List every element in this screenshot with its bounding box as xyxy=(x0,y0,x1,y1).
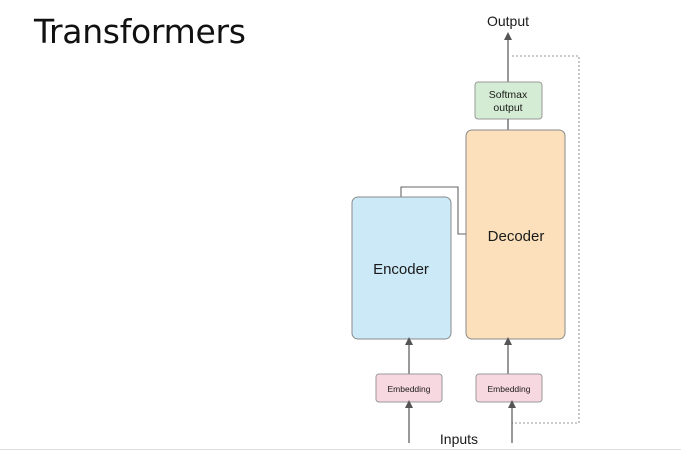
embedding-left-label: Embedding xyxy=(387,384,430,394)
bottom-divider xyxy=(0,449,681,450)
softmax-label-line2: output xyxy=(493,102,522,114)
output-label: Output xyxy=(487,13,529,29)
output-feedback-loop xyxy=(512,55,580,424)
encoder-to-decoder-connector xyxy=(400,186,466,235)
slide-title: Transformers xyxy=(34,12,246,51)
embedding-right-label: Embedding xyxy=(487,384,530,394)
inputs-label: Inputs xyxy=(440,431,478,447)
encoder-box xyxy=(351,196,452,340)
encoder-label: Encoder xyxy=(373,261,429,278)
decoder-label: Decoder xyxy=(488,228,545,245)
softmax-label-line1: Softmax xyxy=(489,89,528,101)
